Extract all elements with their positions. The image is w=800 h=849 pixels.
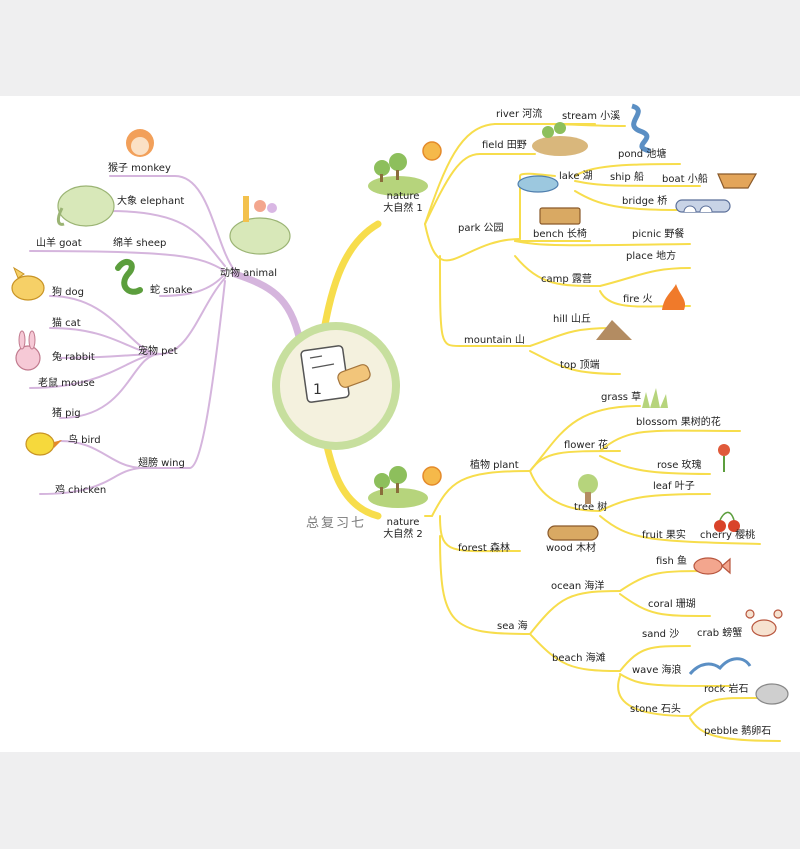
animal-root-label: 动物 animal [220,268,278,279]
bench-label: bench 长椅 [533,229,587,240]
stream-label: stream 小溪 [562,111,621,122]
beach-label: beach 海滩 [552,653,606,664]
mountain-label: mountain 山 [464,335,525,346]
coral-label: coral 珊瑚 [648,599,696,610]
ocean-label: ocean 海洋 [551,581,605,592]
pebble-label: pebble 鹅卵石 [704,726,772,737]
elephant-label: 大象 elephant [117,196,185,207]
wood-label: wood 木材 [546,543,596,554]
mindmap-canvas: 1 [0,96,800,752]
rock-label: rock 岩石 [704,684,749,695]
svg-text:1: 1 [313,382,322,398]
rose-label: rose 玫瑰 [657,460,702,471]
dog-label: 狗 dog [52,287,84,298]
chicken-label: 鸡 chicken [55,485,107,496]
ship-label: ship 船 [610,172,644,183]
lake-label: lake 湖 [559,171,593,182]
lake-icon [517,175,559,193]
stream-icon [631,103,651,154]
animal-group-icon [229,196,291,255]
tree-label: tree 树 [574,502,608,513]
monkey-icon [126,129,154,157]
animal-branches [29,175,304,495]
field-label: field 田野 [482,140,527,151]
bird-label: 鸟 bird [68,435,101,446]
flower-label: flower 花 [564,440,609,451]
plant-label: 植物 plant [470,460,519,471]
fire-label: fire 火 [623,294,653,305]
elephant-icon [56,185,115,227]
camp-label: camp 露营 [541,274,592,285]
fish-icon [693,557,731,575]
hill-label: hill 山丘 [553,314,591,325]
goat-label: 山羊 goat [36,238,82,249]
sheep-label: 绵羊 sheep [113,238,167,249]
pig-label: 猪 pig [52,408,81,419]
leaf-label: leaf 叶子 [653,481,695,492]
fruit-label: fruit 果实 [642,530,686,541]
cherry-icon [714,511,740,532]
fish-label: fish 鱼 [656,556,688,567]
nature2-root-label: nature [386,517,420,528]
rabbit-label: 兔 rabbit [52,352,95,363]
crab-icon [745,609,783,637]
hand-pencil-icon [337,364,371,388]
park-label: park 公园 [458,223,504,234]
pet-label: 宠物 pet [138,346,178,357]
forest-label: forest 森林 [458,543,510,554]
bench-icon [539,207,581,225]
mountain-icon [596,320,632,340]
snake-label: 蛇 snake [150,285,193,296]
cat-label: 猫 cat [52,318,81,329]
boat-label: boat 小船 [662,174,708,185]
blossom-label: blossom 果树的花 [636,417,721,428]
nature-branches [318,123,781,742]
wave-icon [688,657,752,676]
center-title: 总复习七 [305,516,366,531]
tree-icon [578,474,598,504]
landscape-icon [368,141,442,196]
sea-label: sea 海 [497,621,528,632]
wood-icon [547,525,599,541]
branch-animal [231,270,304,345]
stone-label: stone 石头 [630,704,681,715]
rose-icon [718,444,730,472]
bridge-icon [675,199,731,213]
top-label: top 顶端 [560,360,600,371]
picnic-label: picnic 野餐 [632,229,685,240]
bird-icon [25,432,62,456]
field-icon [532,122,588,156]
boat-icon [717,173,758,189]
monkey-label: 猴子 monkey [108,163,171,174]
sand-label: sand 沙 [642,629,680,640]
pond-label: pond 池塘 [618,149,667,160]
grass-icon [642,388,668,408]
wave-label: wave 海浪 [632,665,682,676]
rock-icon [755,683,789,705]
snake-icon [115,259,143,295]
mouse-label: 老鼠 mouse [38,378,95,389]
crab-label: crab 螃蟹 [697,628,743,639]
cherry-label: cherry 樱桃 [700,530,756,541]
nature1-root-cn-label: 大自然 1 [383,203,423,214]
dog-icon [11,266,45,301]
nature1-root-label: nature [386,191,420,202]
landscape-icon [368,466,442,508]
nature2-root-cn-label: 大自然 2 [383,529,423,540]
river-label: river 河流 [496,109,543,120]
rabbit-icon [15,330,41,371]
bridge-label: bridge 桥 [622,196,668,207]
mindmap-diagram: 1 [11,103,789,742]
grass-label: grass 草 [601,392,642,403]
center-node: 1 [272,322,400,450]
wing-label: 翅膀 wing [138,458,185,469]
place-label: place 地方 [626,251,677,262]
fire-icon [662,284,686,310]
